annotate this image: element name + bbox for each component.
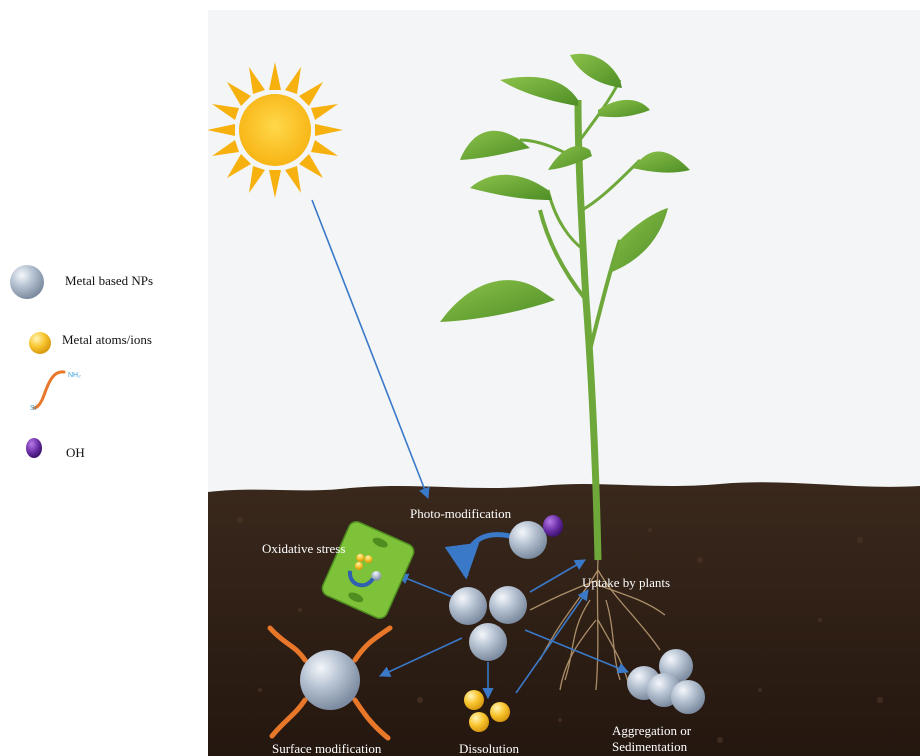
legend-metal-ion-icon	[29, 332, 51, 354]
label-surface-modification: Surface modification	[272, 741, 381, 756]
label-oxidative-stress: Oxidative stress	[262, 541, 345, 556]
label-photo-modification: Photo-modification	[410, 506, 511, 521]
label-dissolution: Dissolution	[459, 741, 519, 756]
legend-ligand-icon	[34, 372, 64, 408]
legend-label-si: Si	[30, 405, 36, 412]
legend-label-oh: OH	[66, 445, 85, 461]
legend-oh-icon	[26, 438, 42, 458]
label-aggregation-line1: Aggregation or	[612, 723, 691, 738]
legend-label-metal-atoms: Metal atoms/ions	[62, 332, 152, 348]
legend-label-nh2: NH₂	[68, 372, 81, 379]
sun-icon	[207, 62, 343, 198]
legend-label-metal-nps: Metal based NPs	[65, 273, 153, 289]
legend-metal-np-icon	[10, 265, 44, 299]
legend-icons	[10, 265, 64, 458]
label-uptake-by-plants: Uptake by plants	[582, 575, 670, 590]
label-aggregation-line2: Sedimentation	[612, 739, 687, 754]
